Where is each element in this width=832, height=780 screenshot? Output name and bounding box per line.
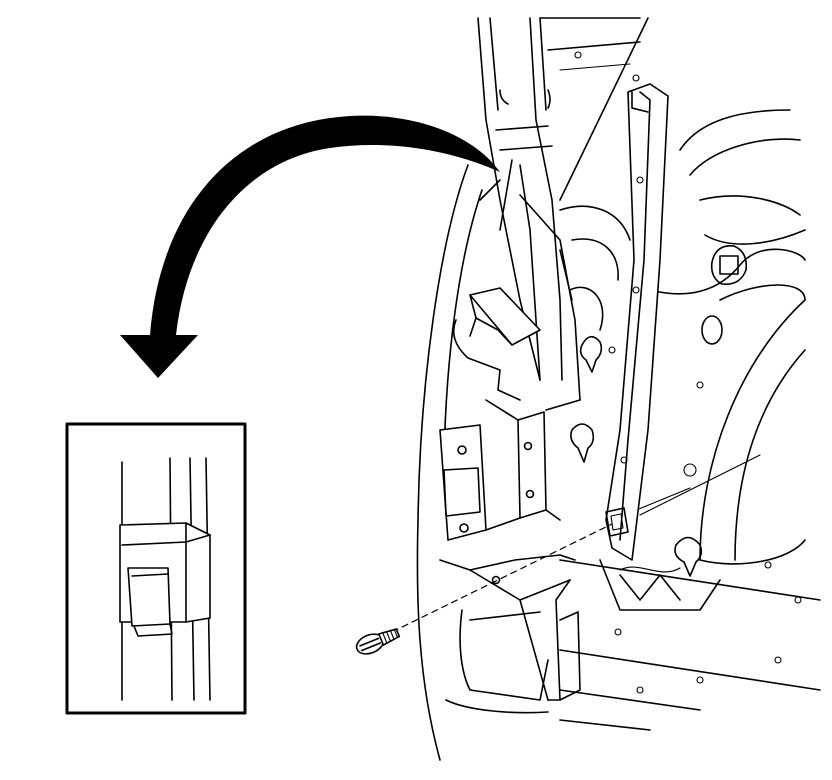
callout-arrow xyxy=(120,115,500,378)
lower-pillar-trim xyxy=(416,164,581,761)
body-side-inner-panel xyxy=(539,17,821,731)
b-pillar-trim xyxy=(605,83,669,561)
detail-view-belt-guide xyxy=(65,422,247,715)
trim-fastener xyxy=(355,523,613,655)
